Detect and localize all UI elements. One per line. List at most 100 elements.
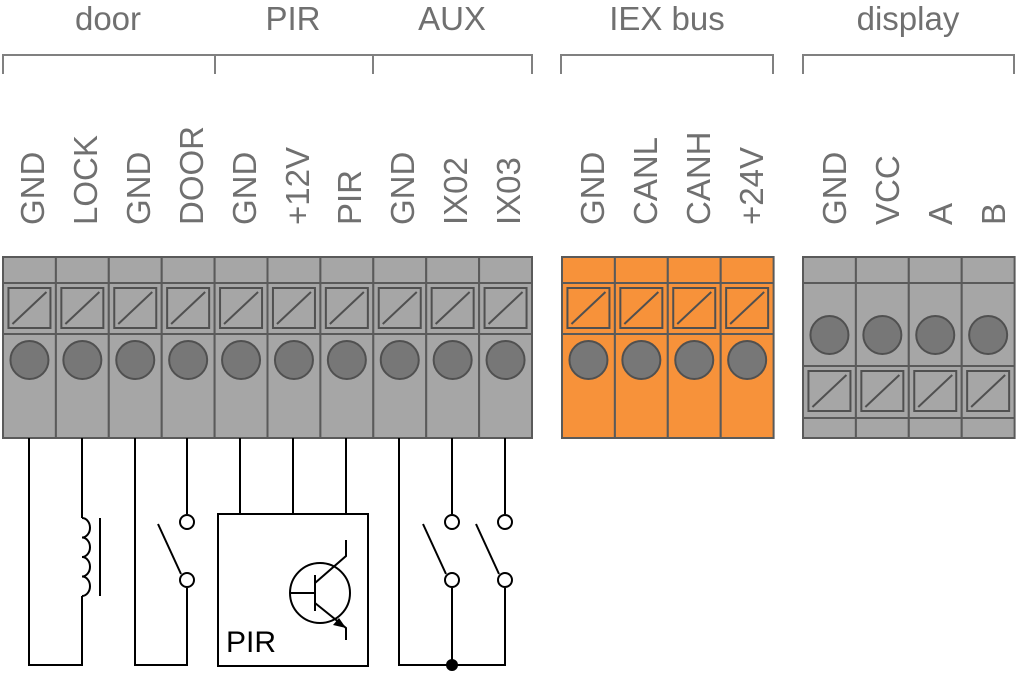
terminal-iex-bus-4 bbox=[719, 256, 775, 439]
terminal-block-iex-bus bbox=[561, 256, 775, 439]
terminal-main-10 bbox=[478, 256, 534, 439]
wire-hole-icon bbox=[862, 315, 903, 355]
screw-slot-icon bbox=[970, 374, 1006, 408]
terminal-main-9 bbox=[425, 256, 481, 439]
aux-switch-ix02-icon bbox=[422, 523, 447, 575]
wire-hole-icon bbox=[568, 340, 609, 380]
pin-label-lock: LOCK bbox=[67, 135, 104, 225]
bracket-iex-bus bbox=[560, 54, 774, 74]
pin-label-gnd-1: GND bbox=[14, 152, 51, 225]
terminal-main-8 bbox=[372, 256, 428, 439]
wire-hole-icon bbox=[432, 340, 473, 380]
pin-label-canl: CANL bbox=[627, 137, 664, 225]
wire-hole-icon bbox=[621, 340, 662, 380]
wire-hole-icon bbox=[326, 340, 367, 380]
pin-label-ix02: IX02 bbox=[437, 157, 474, 225]
aux-switch-ix02-contact-bottom bbox=[444, 572, 460, 588]
pin-label-ix03: IX03 bbox=[490, 157, 527, 225]
pin-label-gnd-4: GND bbox=[384, 152, 421, 225]
screw-slot-icon bbox=[570, 291, 607, 325]
transistor-collector bbox=[314, 540, 347, 584]
pin-label-24v: +24V bbox=[733, 147, 770, 225]
screw-slot-icon bbox=[64, 291, 101, 325]
bracket-door-pir-aux bbox=[2, 54, 533, 74]
aux-switch-ix03-contact-bottom bbox=[497, 572, 513, 588]
screw-slot-icon bbox=[329, 291, 365, 325]
pir-sensor-label: PIR bbox=[226, 626, 276, 659]
wire-hole-icon bbox=[62, 340, 103, 380]
wire-hole-icon bbox=[115, 340, 156, 380]
aux-switch-ix03-icon bbox=[475, 523, 500, 575]
group-label-iex-bus: IEX bus bbox=[609, 0, 725, 37]
screw-slot-icon bbox=[811, 374, 848, 408]
wire-hole-icon bbox=[968, 315, 1009, 355]
pin-label-door: DOOR bbox=[173, 126, 210, 225]
pin-label-canh: CANH bbox=[680, 131, 717, 225]
pin-label-vcc: VCC bbox=[869, 155, 906, 225]
wire-hole-icon bbox=[379, 340, 420, 380]
pin-label-b: B bbox=[975, 203, 1012, 225]
bracket-display bbox=[802, 54, 1015, 74]
screw-slot-icon bbox=[623, 291, 660, 325]
aux-junction-dot bbox=[446, 659, 458, 671]
terminal-blocks bbox=[2, 256, 1016, 439]
wire-hole-icon bbox=[168, 340, 209, 380]
group-label-pir: PIR bbox=[265, 0, 320, 37]
lock-coil-icon bbox=[81, 517, 91, 597]
wire-hole-icon bbox=[273, 340, 314, 380]
door-switch-contact-bottom bbox=[179, 572, 195, 588]
screw-slot-icon bbox=[917, 374, 953, 408]
terminal-iex-bus-3 bbox=[666, 256, 722, 439]
group-label-aux: AUX bbox=[418, 0, 486, 37]
wire-hole-icon bbox=[674, 340, 715, 380]
terminal-display-1 bbox=[802, 256, 857, 439]
terminal-block-display bbox=[802, 256, 1016, 439]
wire-hole-icon bbox=[485, 340, 526, 380]
door-switch-contact-top bbox=[179, 514, 195, 530]
wire-hole-icon bbox=[809, 315, 850, 355]
screw-slot-icon bbox=[223, 291, 259, 325]
aux-switch-ix03-contact-top bbox=[497, 514, 513, 530]
terminal-main-6 bbox=[266, 256, 322, 439]
wire-hole-icon bbox=[9, 340, 50, 380]
pin-label-gnd-2: GND bbox=[120, 152, 157, 225]
terminal-block-main bbox=[2, 256, 534, 439]
terminal-iex-bus-2 bbox=[613, 256, 669, 439]
terminal-main-4 bbox=[160, 256, 216, 439]
screw-slot-icon bbox=[676, 291, 712, 325]
wire-hole-icon bbox=[915, 315, 956, 355]
terminal-main-1 bbox=[2, 256, 57, 439]
screw-slot-icon bbox=[729, 291, 765, 325]
terminal-main-7 bbox=[319, 256, 375, 439]
screw-slot-icon bbox=[276, 291, 312, 325]
pin-labels: GND LOCK GND DOOR GND +12V PIR GND IX02 … bbox=[14, 126, 1012, 225]
group-label-display: display bbox=[857, 0, 960, 37]
pin-label-pir: PIR bbox=[331, 170, 368, 225]
pin-label-gnd-3: GND bbox=[226, 152, 263, 225]
pin-label-display-gnd: GND bbox=[816, 152, 853, 225]
pin-label-a: A bbox=[922, 203, 959, 225]
wire-hole-icon bbox=[221, 340, 262, 380]
screw-slot-icon bbox=[434, 291, 471, 325]
screw-slot-icon bbox=[11, 291, 48, 325]
pin-label-12v: +12V bbox=[279, 147, 316, 225]
terminal-iex-bus-1 bbox=[561, 256, 616, 439]
screw-slot-icon bbox=[864, 374, 901, 408]
terminal-display-4 bbox=[960, 256, 1016, 439]
door-switch-icon bbox=[157, 523, 182, 575]
screw-slot-icon bbox=[117, 291, 153, 325]
pin-label-iex-gnd: GND bbox=[574, 152, 611, 225]
transistor-emitter-arrow bbox=[333, 618, 346, 628]
group-label-door: door bbox=[75, 0, 141, 37]
terminal-display-2 bbox=[854, 256, 910, 439]
lock-coil-wire bbox=[28, 438, 83, 666]
terminal-main-2 bbox=[54, 256, 110, 439]
terminal-display-3 bbox=[907, 256, 963, 439]
screw-slot-icon bbox=[382, 291, 418, 325]
screw-slot-icon bbox=[487, 291, 524, 325]
aux-switch-ix02-contact-top bbox=[444, 514, 460, 530]
screw-slot-icon bbox=[170, 291, 206, 325]
wire-hole-icon bbox=[727, 340, 768, 380]
door-switch-wire bbox=[134, 438, 188, 666]
